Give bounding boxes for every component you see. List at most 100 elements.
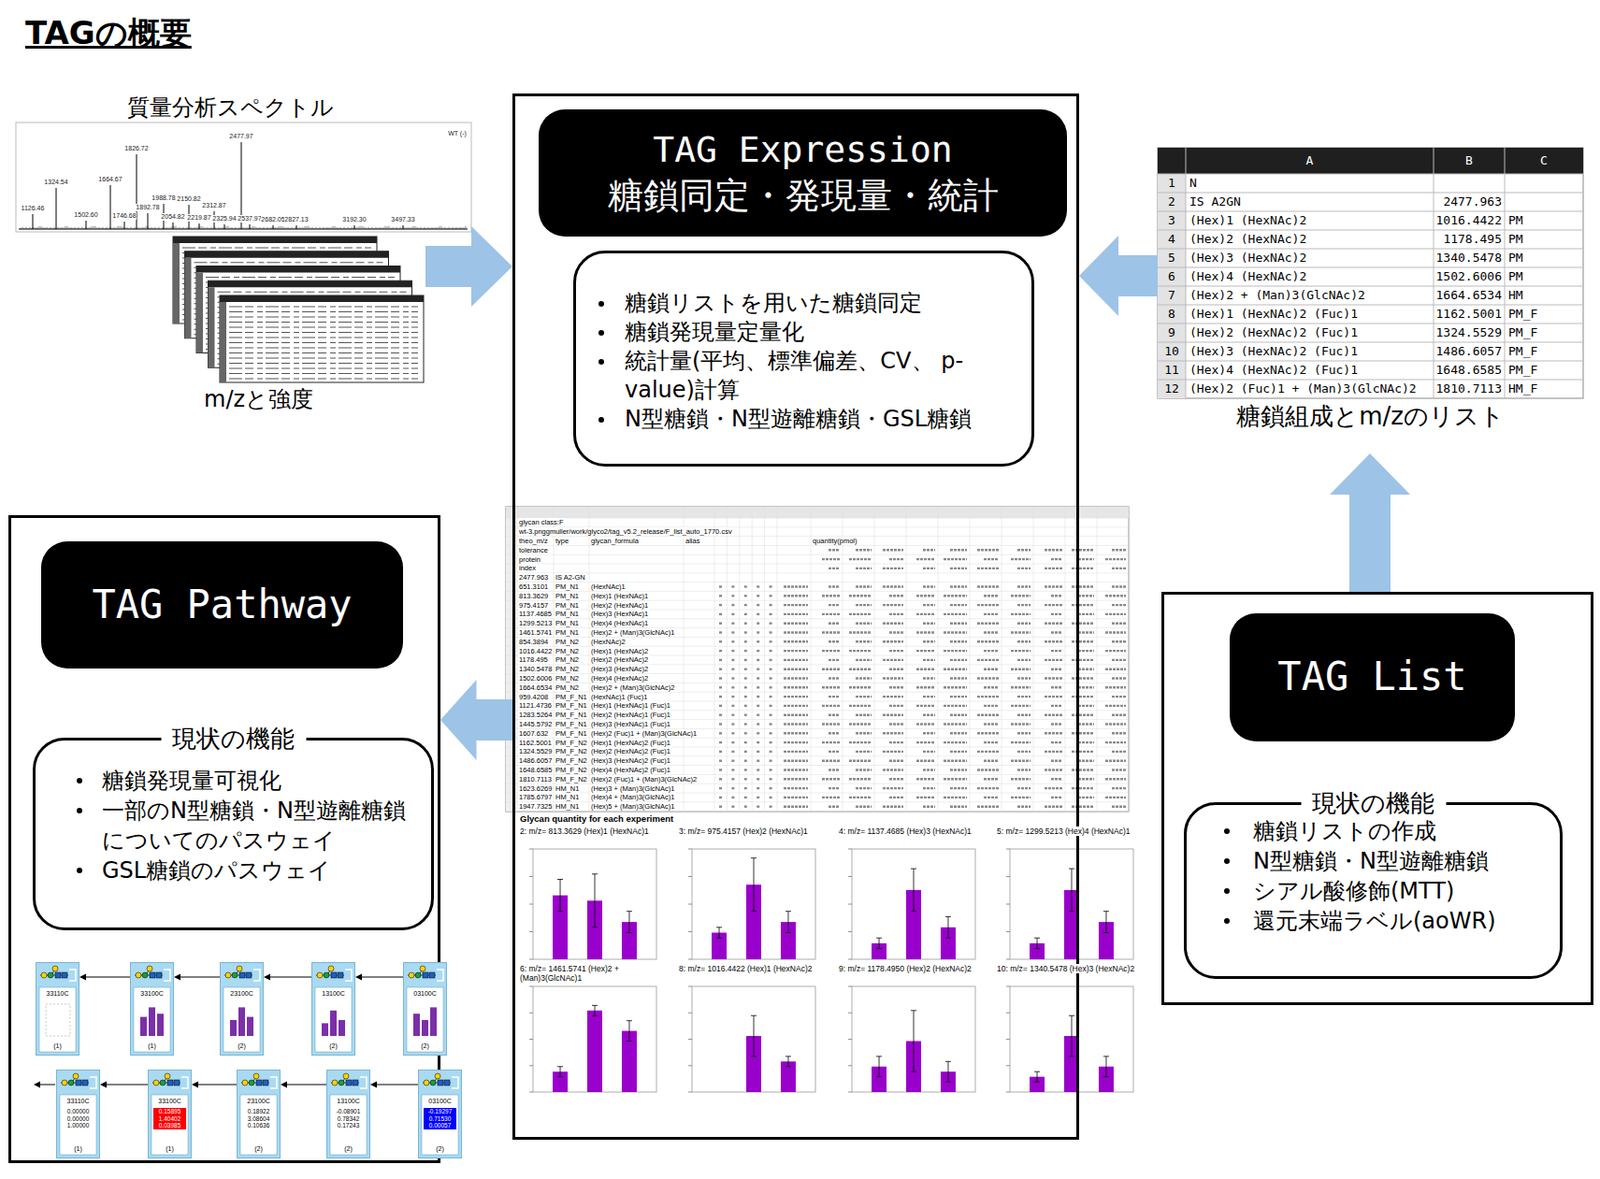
sheet-cell: alias (684, 536, 701, 546)
table-caption: 糖鎖組成とm/zのリスト (1157, 401, 1584, 432)
sheet-number (1071, 585, 1095, 588)
spectrum-peak (249, 224, 251, 230)
sheet-cell: glycan_formula (590, 536, 640, 546)
sheet-number (828, 659, 840, 662)
chart-tick (688, 959, 692, 961)
sheet-rule (683, 506, 685, 812)
table-rule (1157, 286, 1584, 288)
sheet-number (719, 760, 722, 763)
sheet-number (769, 640, 773, 643)
table-cell: IS A2GN (1189, 194, 1241, 210)
peak-label: 1664.67 (98, 175, 122, 184)
bullet-dot (1224, 858, 1230, 865)
sheet-number (783, 594, 808, 597)
card-code: 13100C (327, 1097, 370, 1106)
mini-bar (140, 1017, 147, 1037)
sheet-number (731, 705, 735, 707)
sheet-number (950, 806, 967, 808)
sheet-number (889, 722, 904, 725)
sheet-number (828, 622, 840, 625)
table-cell: 1486.6057 (1436, 344, 1502, 360)
table-header-band (1157, 147, 1584, 174)
sheet-number (769, 768, 773, 771)
sheet-number (882, 604, 904, 606)
sheet-cell: (Hex)1 (HexNAc)2 (590, 647, 649, 656)
sheet-number (1071, 787, 1095, 790)
sheet-col-band (505, 506, 1129, 519)
sheet-number (1010, 631, 1031, 634)
error-bar (750, 857, 757, 859)
sheet-number (1044, 585, 1063, 588)
sheet-number (1071, 732, 1095, 735)
data-sheet-row (229, 336, 419, 338)
glycan-square (331, 972, 337, 979)
sheet-number (1044, 677, 1063, 679)
error-bar (628, 911, 630, 934)
error-bar (910, 868, 917, 870)
sheet-number (744, 686, 748, 689)
glycan-circle (146, 965, 153, 972)
sheet-number (983, 594, 999, 597)
glycan-square (337, 972, 344, 979)
table-cell: PM_F (1508, 362, 1538, 378)
sheet-number (922, 585, 936, 588)
arrow-head (355, 974, 362, 981)
sheet-number (719, 778, 722, 780)
flow-arrow (355, 974, 404, 981)
sheet-cell: (Hex)2 + (Man)3(GlcNAc)1 (590, 628, 676, 637)
sheet-number (756, 649, 760, 652)
table-cell: PM (1508, 213, 1524, 229)
sheet-cell: PM_N2 (554, 674, 580, 683)
sheet-number (1078, 741, 1095, 744)
sheet-number (731, 787, 735, 790)
sheet-cell: PM_N1 (554, 609, 580, 619)
sheet-number (882, 695, 904, 698)
sheet-number (849, 668, 872, 671)
error-bar (1103, 932, 1110, 934)
table-cell: 1324.5529 (1436, 325, 1502, 341)
chart-tick (529, 849, 534, 851)
bullet-dot (598, 301, 605, 307)
data-sheet-header (172, 236, 377, 244)
sheet-number (783, 787, 808, 790)
sheet-cell: PM_F_N2 (554, 747, 589, 756)
arrow-head (100, 1081, 107, 1089)
sheet-number (744, 750, 748, 753)
sheet-cell: 1121.4736 (518, 701, 553, 710)
error-bar (753, 858, 755, 912)
mini-bar (148, 1007, 156, 1037)
glycan-square (75, 1080, 82, 1086)
sheet-number (821, 686, 840, 689)
sheet-number (1051, 613, 1063, 616)
table-rule (1157, 173, 1584, 175)
sheet-number (744, 622, 748, 625)
card-code: 23100C (237, 1097, 280, 1106)
sheet-cell: 1461.5741 (518, 628, 553, 637)
mini-bar (230, 1020, 237, 1037)
sheet-number (882, 806, 904, 808)
sheet-number (783, 806, 808, 808)
sheet-number (731, 649, 735, 652)
error-bar (753, 1015, 755, 1057)
sheet-number (783, 677, 808, 679)
sheet-number (1078, 686, 1095, 689)
module-title: TAG List (1277, 651, 1467, 704)
peak-label: 2325.94 (212, 215, 236, 223)
glycan-square (262, 1080, 269, 1086)
error-bar (591, 926, 598, 928)
error-bar (1105, 911, 1107, 934)
sheet-number (731, 722, 735, 725)
table-cell: 1016.4422 (1436, 213, 1502, 229)
sheet-number (731, 594, 735, 597)
sheet-number (943, 649, 967, 652)
sheet-number (756, 787, 760, 790)
sheet-number (783, 649, 808, 652)
sheet-number (744, 705, 748, 707)
error-bar (1103, 1076, 1110, 1078)
card-values: -0.19297 0.71530 0.00057 (423, 1108, 457, 1130)
sheet-number (1078, 631, 1095, 634)
sheet-number (983, 649, 999, 652)
sheet-number (756, 778, 760, 780)
bullet-dot (76, 778, 83, 784)
glycan-square (256, 1080, 262, 1086)
